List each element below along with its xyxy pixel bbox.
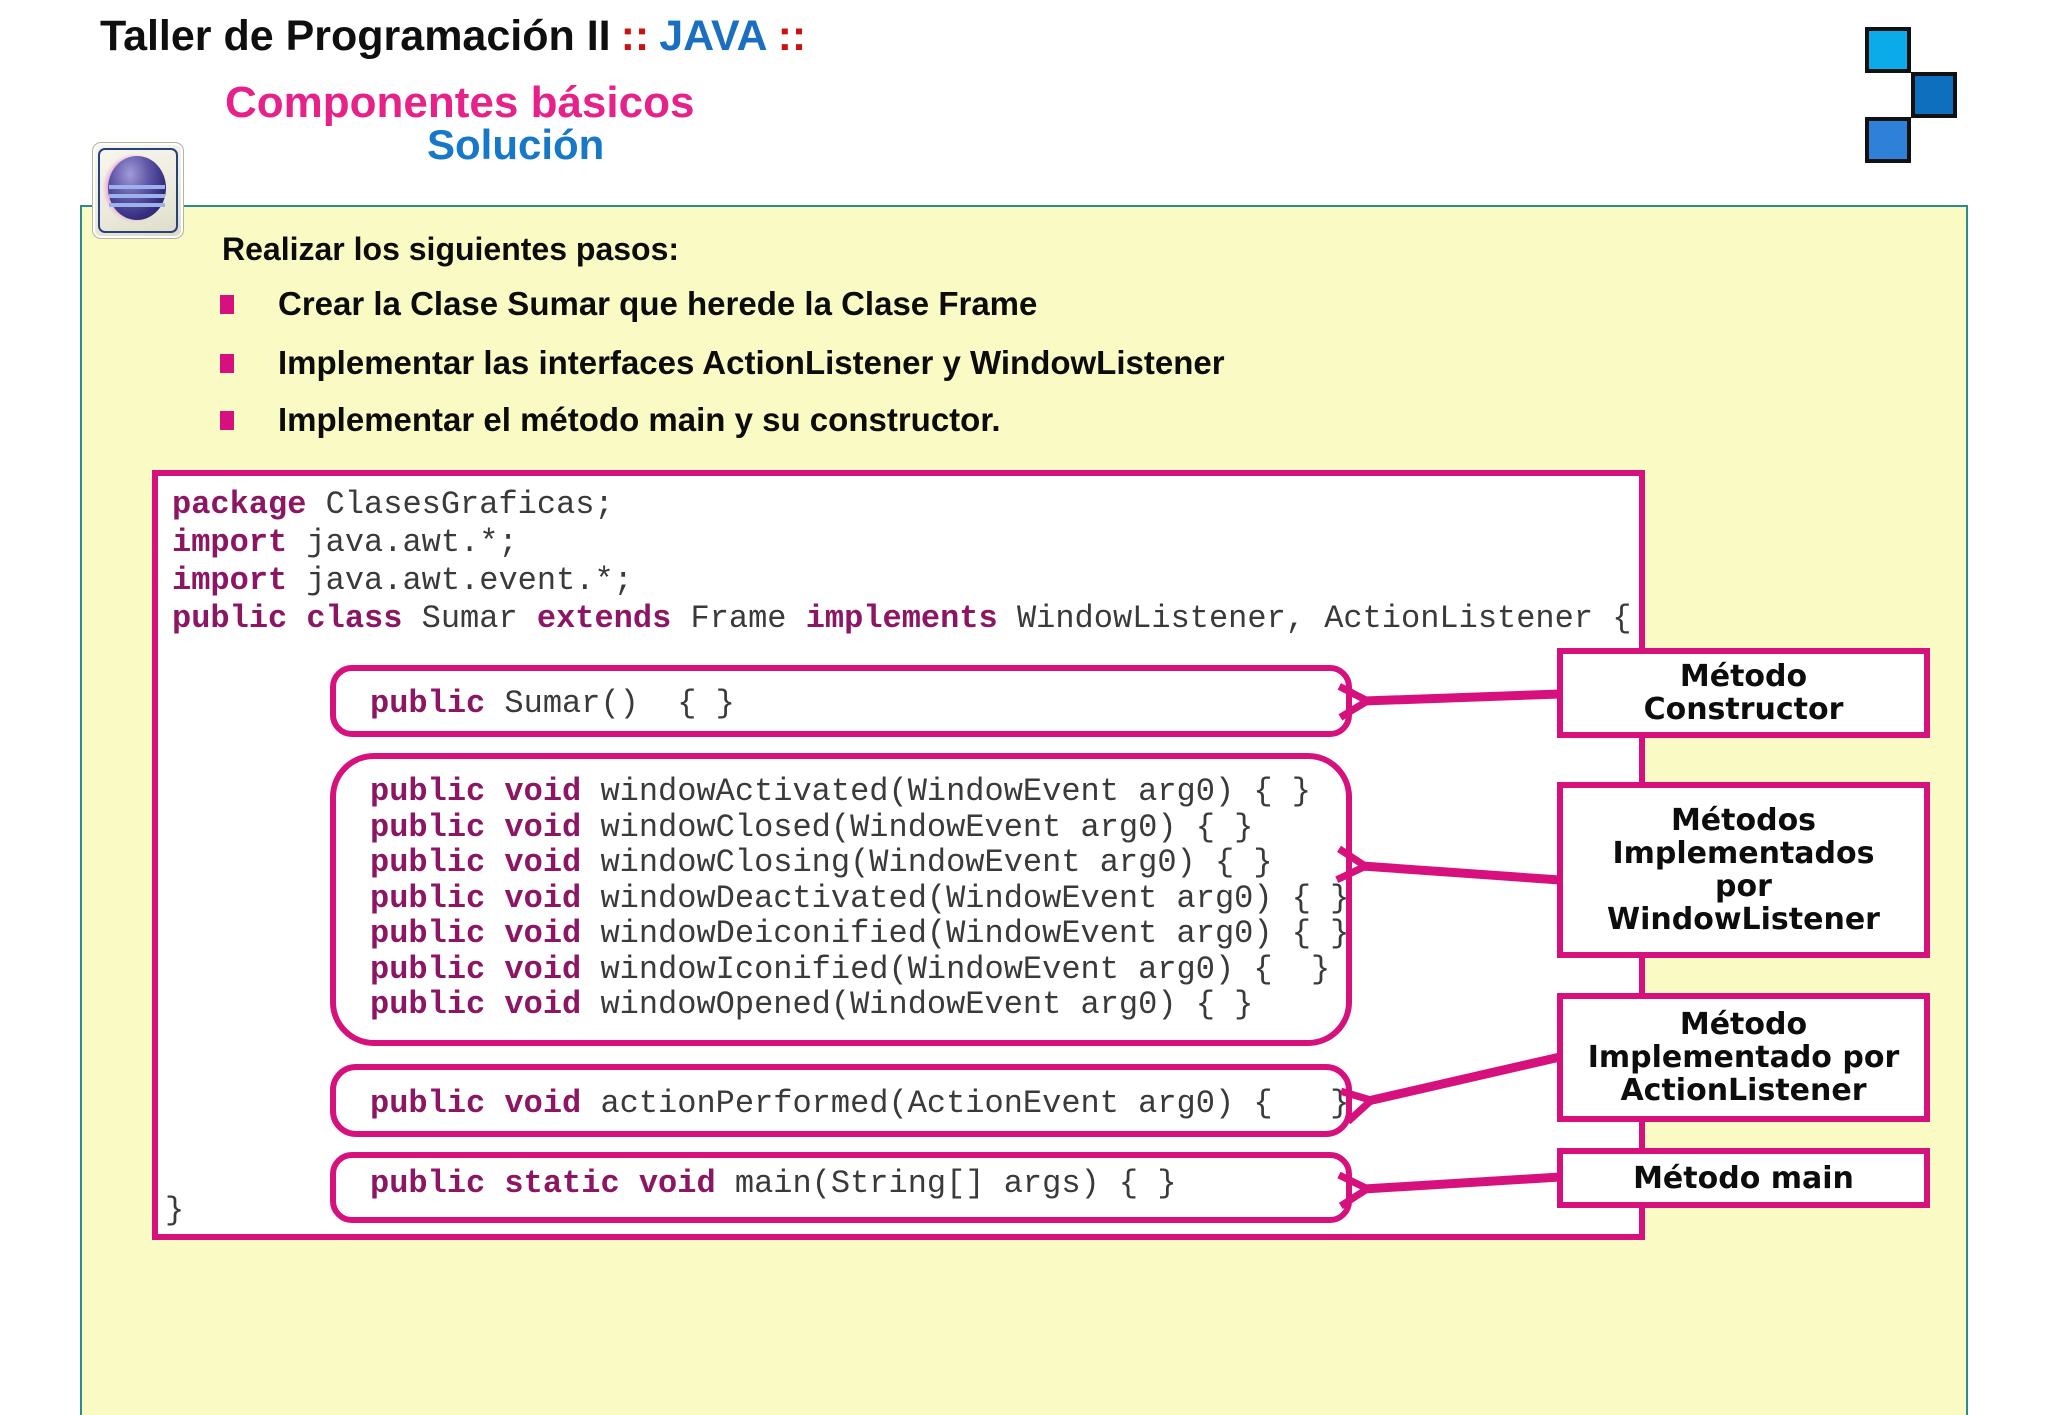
main-code-box: public static void main(String[] args) {…	[330, 1152, 1352, 1223]
intro-text: Realizar los siguientes pasos:	[222, 231, 680, 267]
subtitle-solution: Solución	[427, 121, 605, 168]
bullet-item: Implementar las interfaces ActionListene…	[220, 344, 1225, 382]
code-line-window-closed: public void windowClosed(WindowEvent arg…	[370, 808, 1254, 846]
label-metodo-actionlistener: Método Implementado por ActionListener	[1557, 993, 1930, 1122]
bullet-text: Implementar las interfaces ActionListene…	[278, 344, 1225, 381]
label-metodo-constructor: Método Constructor	[1557, 648, 1930, 738]
eclipse-stripes-icon	[109, 184, 165, 207]
slide-logo	[1865, 27, 1965, 167]
code-line-window-deiconified: public void windowDeiconified(WindowEven…	[370, 915, 1350, 952]
code-line-window-closing: public void windowClosing(WindowEvent ar…	[370, 844, 1273, 881]
actionlistener-code-box: public void actionPerformed(ActionEvent …	[330, 1064, 1352, 1137]
title-java: JAVA	[659, 12, 768, 60]
label-metodos-windowlistener: Métodos Implementados por WindowListener	[1557, 782, 1930, 958]
windowlistener-code-box: public void windowActivated(WindowEvent …	[330, 753, 1352, 1046]
page-title: Taller de Programación II::JAVA::	[100, 12, 816, 61]
logo-square-medium-blue	[1865, 117, 1911, 163]
eclipse-icon	[92, 142, 184, 239]
title-text: Taller de Programación II	[100, 12, 611, 60]
title-separator-right: ::	[777, 12, 807, 60]
code-line-window-opened: public void windowOpened(WindowEvent arg…	[370, 986, 1254, 1023]
code-line-main: public static void main(String[] args) {…	[370, 1165, 1177, 1202]
bullet-square-icon	[220, 353, 234, 373]
label-metodo-main: Método main	[1557, 1148, 1930, 1208]
eclipse-sphere-icon	[108, 156, 166, 220]
code-closing-brace: }	[165, 1192, 185, 1229]
code-line-action-performed: public void actionPerformed(ActionEvent …	[370, 1085, 1350, 1122]
code-line-window-deactivated: public void windowDeactivated(WindowEven…	[370, 879, 1350, 917]
logo-square-dark-blue	[1911, 72, 1957, 118]
code-line-import-event: import java.awt.event.*;	[172, 562, 633, 599]
title-separator-left: ::	[620, 12, 650, 60]
eclipse-icon-frame	[98, 148, 178, 233]
code-line-window-activated: public void windowActivated(WindowEvent …	[370, 773, 1311, 810]
bullet-text: Implementar el método main y su construc…	[278, 401, 1001, 438]
constructor-code-box: public Sumar() { }	[330, 665, 1352, 737]
code-line-import-awt: import java.awt.*;	[172, 524, 518, 561]
bullet-text: Crear la Clase Sumar que herede la Clase…	[278, 285, 1038, 322]
code-line-window-iconified: public void windowIconified(WindowEvent …	[370, 950, 1331, 988]
logo-square-light-blue	[1865, 27, 1911, 73]
bullet-item: Crear la Clase Sumar que herede la Clase…	[220, 285, 1037, 323]
bullet-item: Implementar el método main y su construc…	[220, 401, 1001, 439]
code-line-constructor: public Sumar() { }	[370, 685, 735, 722]
code-line-class-decl: public class Sumar extends Frame impleme…	[172, 600, 1632, 637]
bullet-square-icon	[220, 294, 234, 314]
subtitle: Componentes básicos	[225, 78, 695, 127]
code-line-package: package ClasesGraficas;	[172, 486, 614, 523]
bullet-square-icon	[220, 410, 234, 430]
